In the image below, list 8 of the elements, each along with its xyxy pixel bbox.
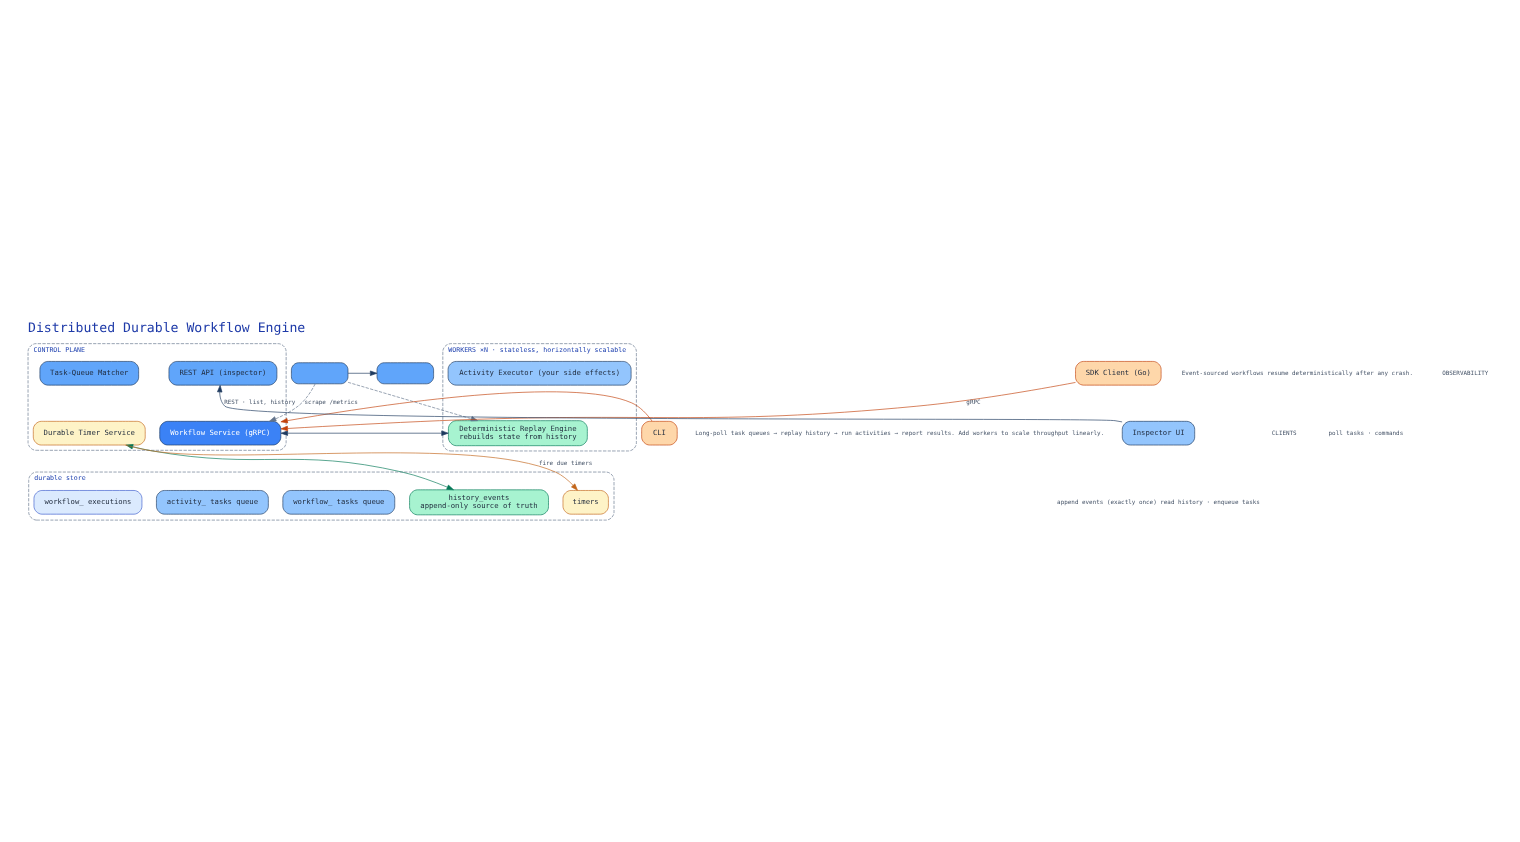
arrow	[280, 381, 1076, 431]
node-box	[291, 361, 349, 384]
arrow	[125, 443, 454, 490]
arrow	[280, 429, 449, 435]
arrow	[124, 443, 578, 490]
node-box	[376, 361, 434, 384]
arrow	[269, 382, 316, 421]
arrow	[347, 369, 378, 375]
